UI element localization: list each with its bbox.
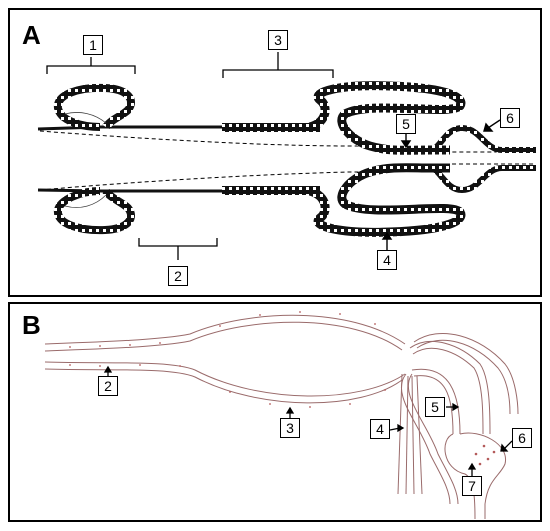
lower-bulge: [429, 165, 536, 194]
callout-b-7: 7: [462, 476, 482, 496]
arrow-b-6: [500, 440, 513, 452]
panel-b-nuclei: [69, 311, 496, 466]
bracket-3: [222, 52, 334, 78]
arrow-b-4: [389, 423, 405, 433]
lower-right-fold: [308, 163, 466, 237]
panel-a: A: [8, 8, 542, 297]
arrow-6: [483, 119, 501, 132]
panel-b-letter: B: [22, 310, 41, 340]
lower-left-fold-inner: [64, 194, 107, 208]
upper-right-fold: [308, 81, 466, 155]
panel-a-letter: A: [22, 20, 41, 50]
arrow-b-7: [467, 462, 477, 476]
arrow-b-3: [285, 406, 295, 418]
upper-left-fold-inner: [64, 112, 107, 124]
callout-a-5: 5: [396, 114, 416, 134]
panel-b: B: [8, 302, 542, 522]
upper-bulge: [429, 124, 536, 153]
callout-a-6: 6: [500, 108, 520, 128]
callout-b-5: 5: [425, 397, 445, 417]
callout-b-3: 3: [280, 418, 300, 438]
segment-3-lower: [222, 186, 320, 195]
arrow-b-5: [446, 402, 460, 412]
callout-b-6: 6: [512, 428, 532, 448]
arrow-4: [381, 231, 393, 250]
callout-a-3: 3: [268, 30, 288, 50]
arrow-5: [400, 134, 412, 149]
panel-b-outlines: [44, 314, 519, 520]
callout-a-1: 1: [83, 35, 103, 55]
lumen-dashed-lines: [39, 130, 536, 191]
callout-a-2: 2: [168, 266, 188, 286]
panel-b-diagram: [44, 311, 519, 520]
lower-left-fold: [54, 187, 135, 235]
callout-b-2: 2: [98, 376, 118, 396]
bracket-1: [46, 57, 136, 74]
callout-b-4: 4: [370, 419, 390, 439]
panel-a-diagram: [37, 52, 536, 260]
bracket-2: [138, 238, 218, 260]
segment-3-upper: [222, 123, 320, 132]
upper-left-fold: [54, 83, 135, 131]
callout-a-4: 4: [377, 250, 397, 270]
